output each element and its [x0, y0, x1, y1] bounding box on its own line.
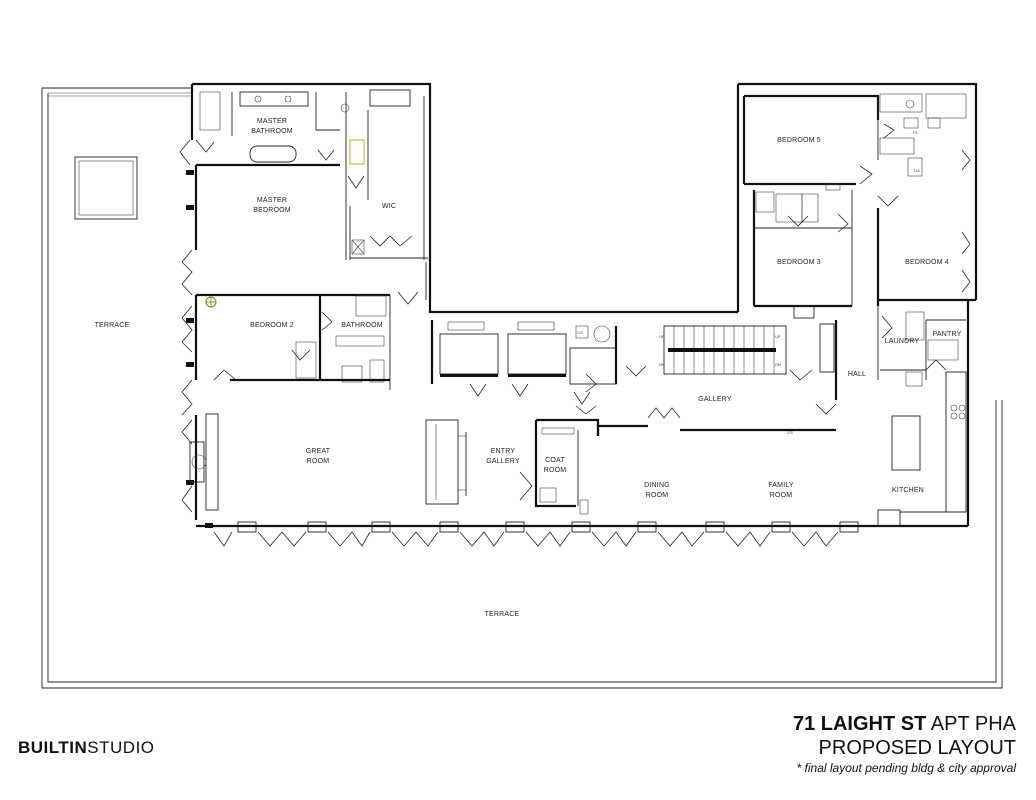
label-family-room-1: FAMILY — [768, 482, 794, 489]
label-coat-room-2: ROOM — [544, 467, 567, 474]
plan-subtitle: PROPOSED LAYOUT — [818, 737, 1016, 759]
label-bathroom: BATHROOM — [341, 322, 383, 329]
label-dn-1: DN — [659, 362, 665, 367]
address-bold: 71 LAIGHT ST — [792, 713, 927, 735]
label-wic: WIC — [382, 203, 396, 210]
studio-logo: BUILTINSTUDIO — [18, 738, 155, 758]
label-terrace-west: TERRACE — [95, 322, 130, 329]
label-master-bedroom-1: MASTER — [257, 197, 287, 204]
label-bedroom-3: BEDROOM 3 — [777, 259, 821, 266]
label-up-1: UP — [659, 334, 665, 339]
label-up-2: UP — [775, 334, 781, 339]
label-pantry: PANTRY — [933, 331, 962, 338]
brand-bold: BUILTIN — [18, 738, 88, 757]
building-core — [430, 320, 838, 436]
label-tx: TX — [912, 130, 917, 135]
label-great-room-2: ROOM — [307, 458, 330, 465]
label-great-room-1: GREAT — [306, 448, 331, 455]
label-master-bedroom-2: BEDROOM — [253, 207, 291, 214]
label-dining-room-1: DINING — [644, 482, 670, 489]
exterior-walls — [190, 82, 978, 528]
label-coat-room-1: COAT — [545, 457, 565, 464]
address-line: 71 LAIGHT ST APT PHA — [793, 712, 1016, 736]
fixture-labels: CS CS TX DA UP UP DN DN — [577, 130, 920, 435]
label-hall: HALL — [848, 371, 866, 378]
label-bedroom-5: BEDROOM 5 — [777, 137, 821, 144]
label-entry-gallery-2: GALLERY — [486, 458, 520, 465]
south-doors — [213, 531, 839, 547]
label-master-bathroom-1: MASTER — [257, 118, 287, 125]
label-terrace-south: TERRACE — [485, 611, 520, 618]
brand-regular: STUDIO — [87, 738, 155, 757]
room-labels: MASTER BATHROOM MASTER BEDROOM WIC TERRA… — [95, 118, 962, 618]
east-wing-interior — [742, 93, 971, 513]
label-entry-gallery-1: ENTRY — [491, 448, 516, 455]
label-bedroom-4: BEDROOM 4 — [905, 259, 949, 266]
label-gallery: GALLERY — [698, 396, 732, 403]
address-regular: APT PHA — [930, 713, 1016, 735]
west-wing-interior — [195, 89, 428, 390]
terrace-boundary — [41, 87, 1003, 689]
label-dining-room-2: ROOM — [646, 492, 669, 499]
label-kitchen: KITCHEN — [892, 487, 924, 494]
label-master-bathroom-2: BATHROOM — [251, 128, 293, 135]
label-cs-gallery: CS — [787, 430, 793, 435]
label-family-room-2: ROOM — [770, 492, 793, 499]
facade-columns — [205, 509, 901, 533]
title-block: 71 LAIGHT ST APT PHA PROPOSED LAYOUT * f… — [793, 712, 1016, 776]
west-doors — [179, 139, 194, 513]
skylight — [74, 156, 138, 220]
label-bedroom-2: BEDROOM 2 — [250, 322, 294, 329]
label-cs-stair: CS — [577, 330, 583, 335]
approval-note: * final layout pending bldg & city appro… — [796, 761, 1016, 775]
label-da: DA — [914, 168, 920, 173]
label-dn-2: DN — [775, 362, 781, 367]
great-room-elements — [189, 413, 600, 515]
label-laundry: LAUNDRY — [885, 338, 920, 345]
